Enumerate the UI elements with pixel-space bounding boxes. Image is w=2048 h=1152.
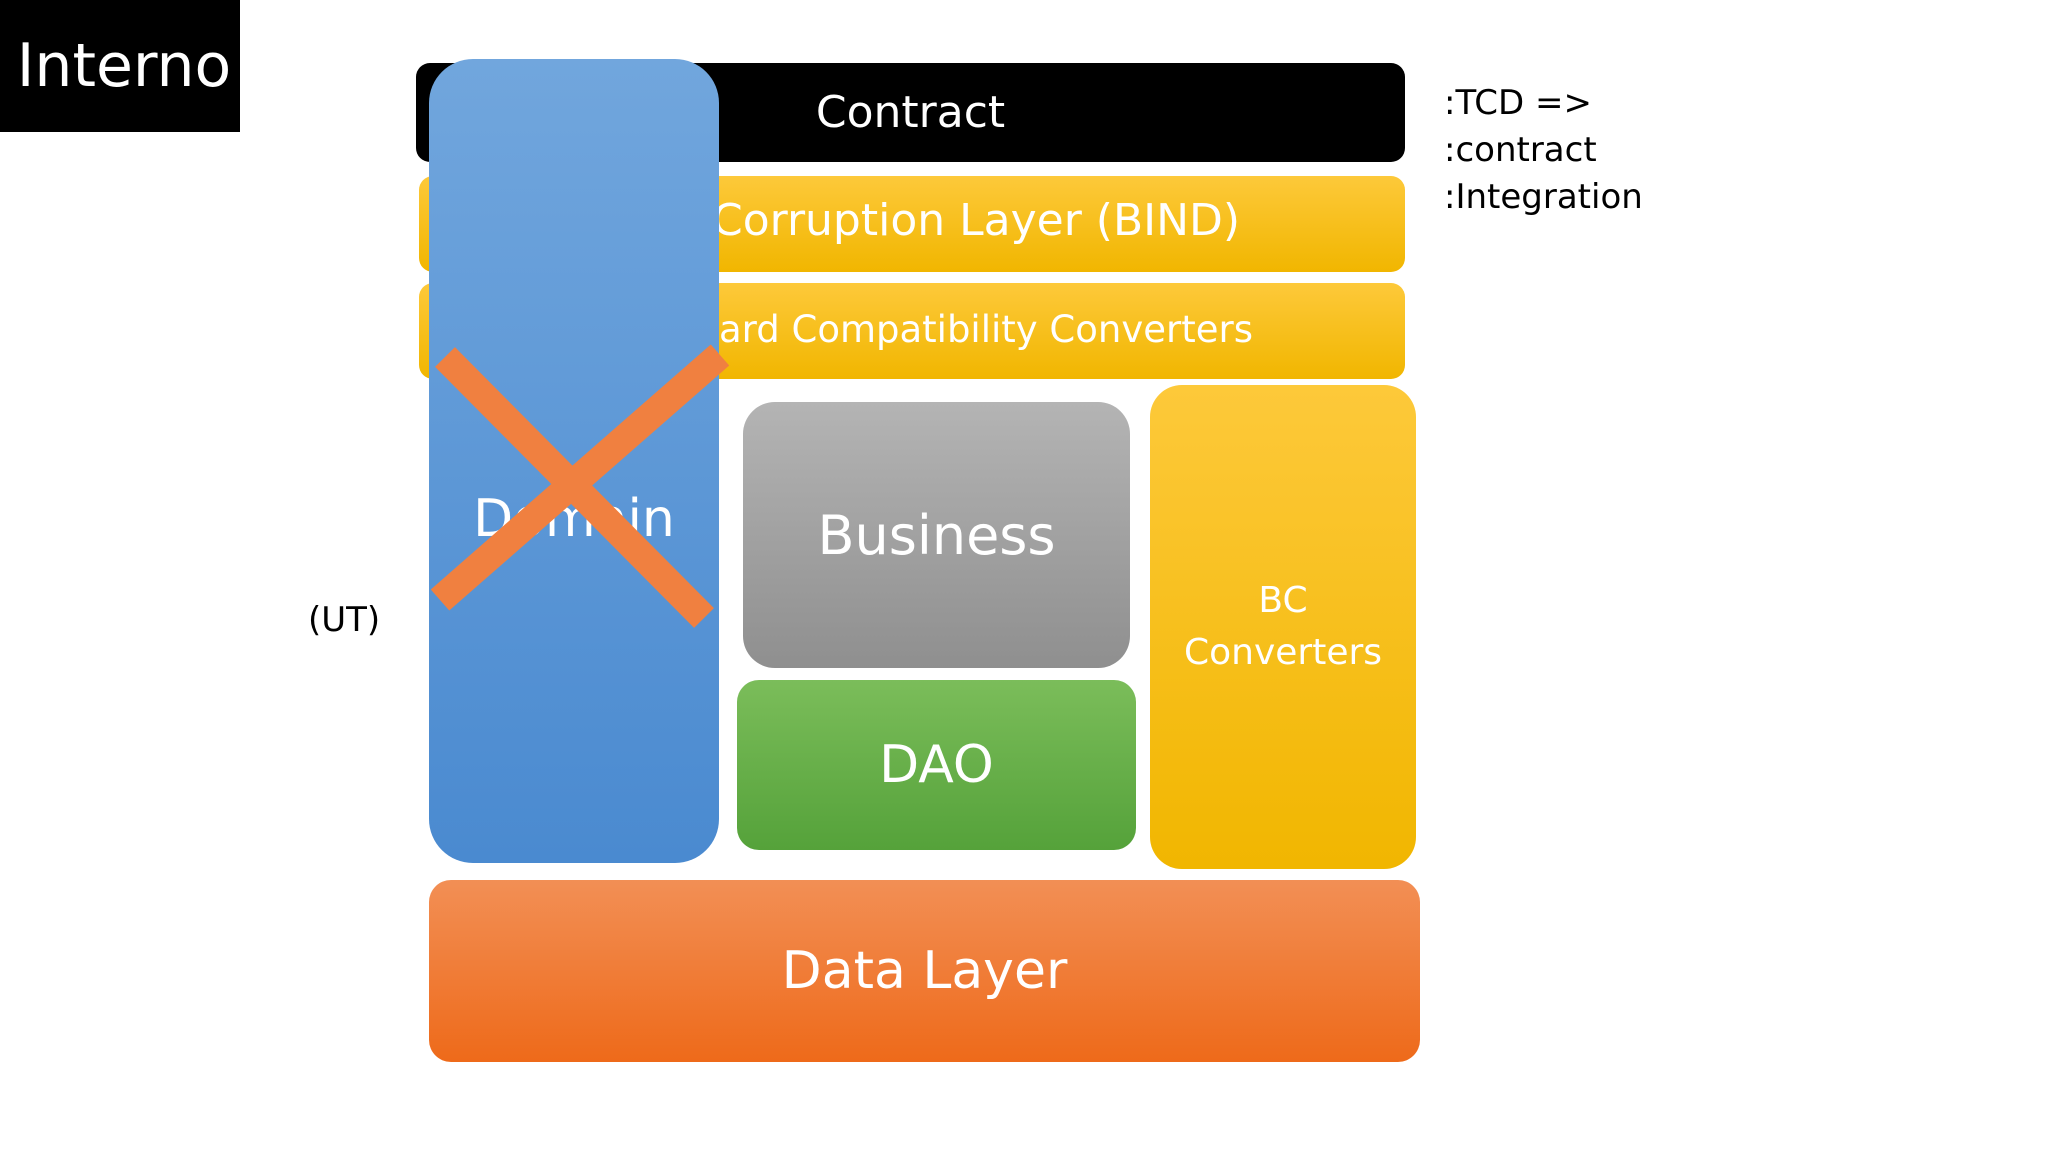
domain-label: Domain <box>473 489 675 549</box>
data-layer-block: Data Layer <box>429 880 1420 1062</box>
backward-compatibility-layer-label: ard Compatibility Converters <box>719 308 1253 351</box>
notes-list: :TCD => :contract :Integration <box>1444 80 1643 221</box>
slide-title-label: Interno <box>0 0 240 132</box>
anti-corruption-layer-label: Corruption Layer (BIND) <box>712 195 1241 246</box>
ut-label: (UT) <box>308 600 381 640</box>
dao-block: DAO <box>737 680 1136 850</box>
note-line: :contract <box>1444 129 1597 170</box>
bc-converters-block: BC Converters <box>1150 385 1416 869</box>
note-line: :TCD => <box>1444 83 1592 123</box>
domain-block: Domain <box>429 59 719 863</box>
bc-converters-line2: Converters <box>1183 632 1383 673</box>
business-block: Business <box>743 402 1130 668</box>
note-line: :Integration <box>1444 176 1643 217</box>
bc-converters-line1: BC <box>1258 579 1308 621</box>
